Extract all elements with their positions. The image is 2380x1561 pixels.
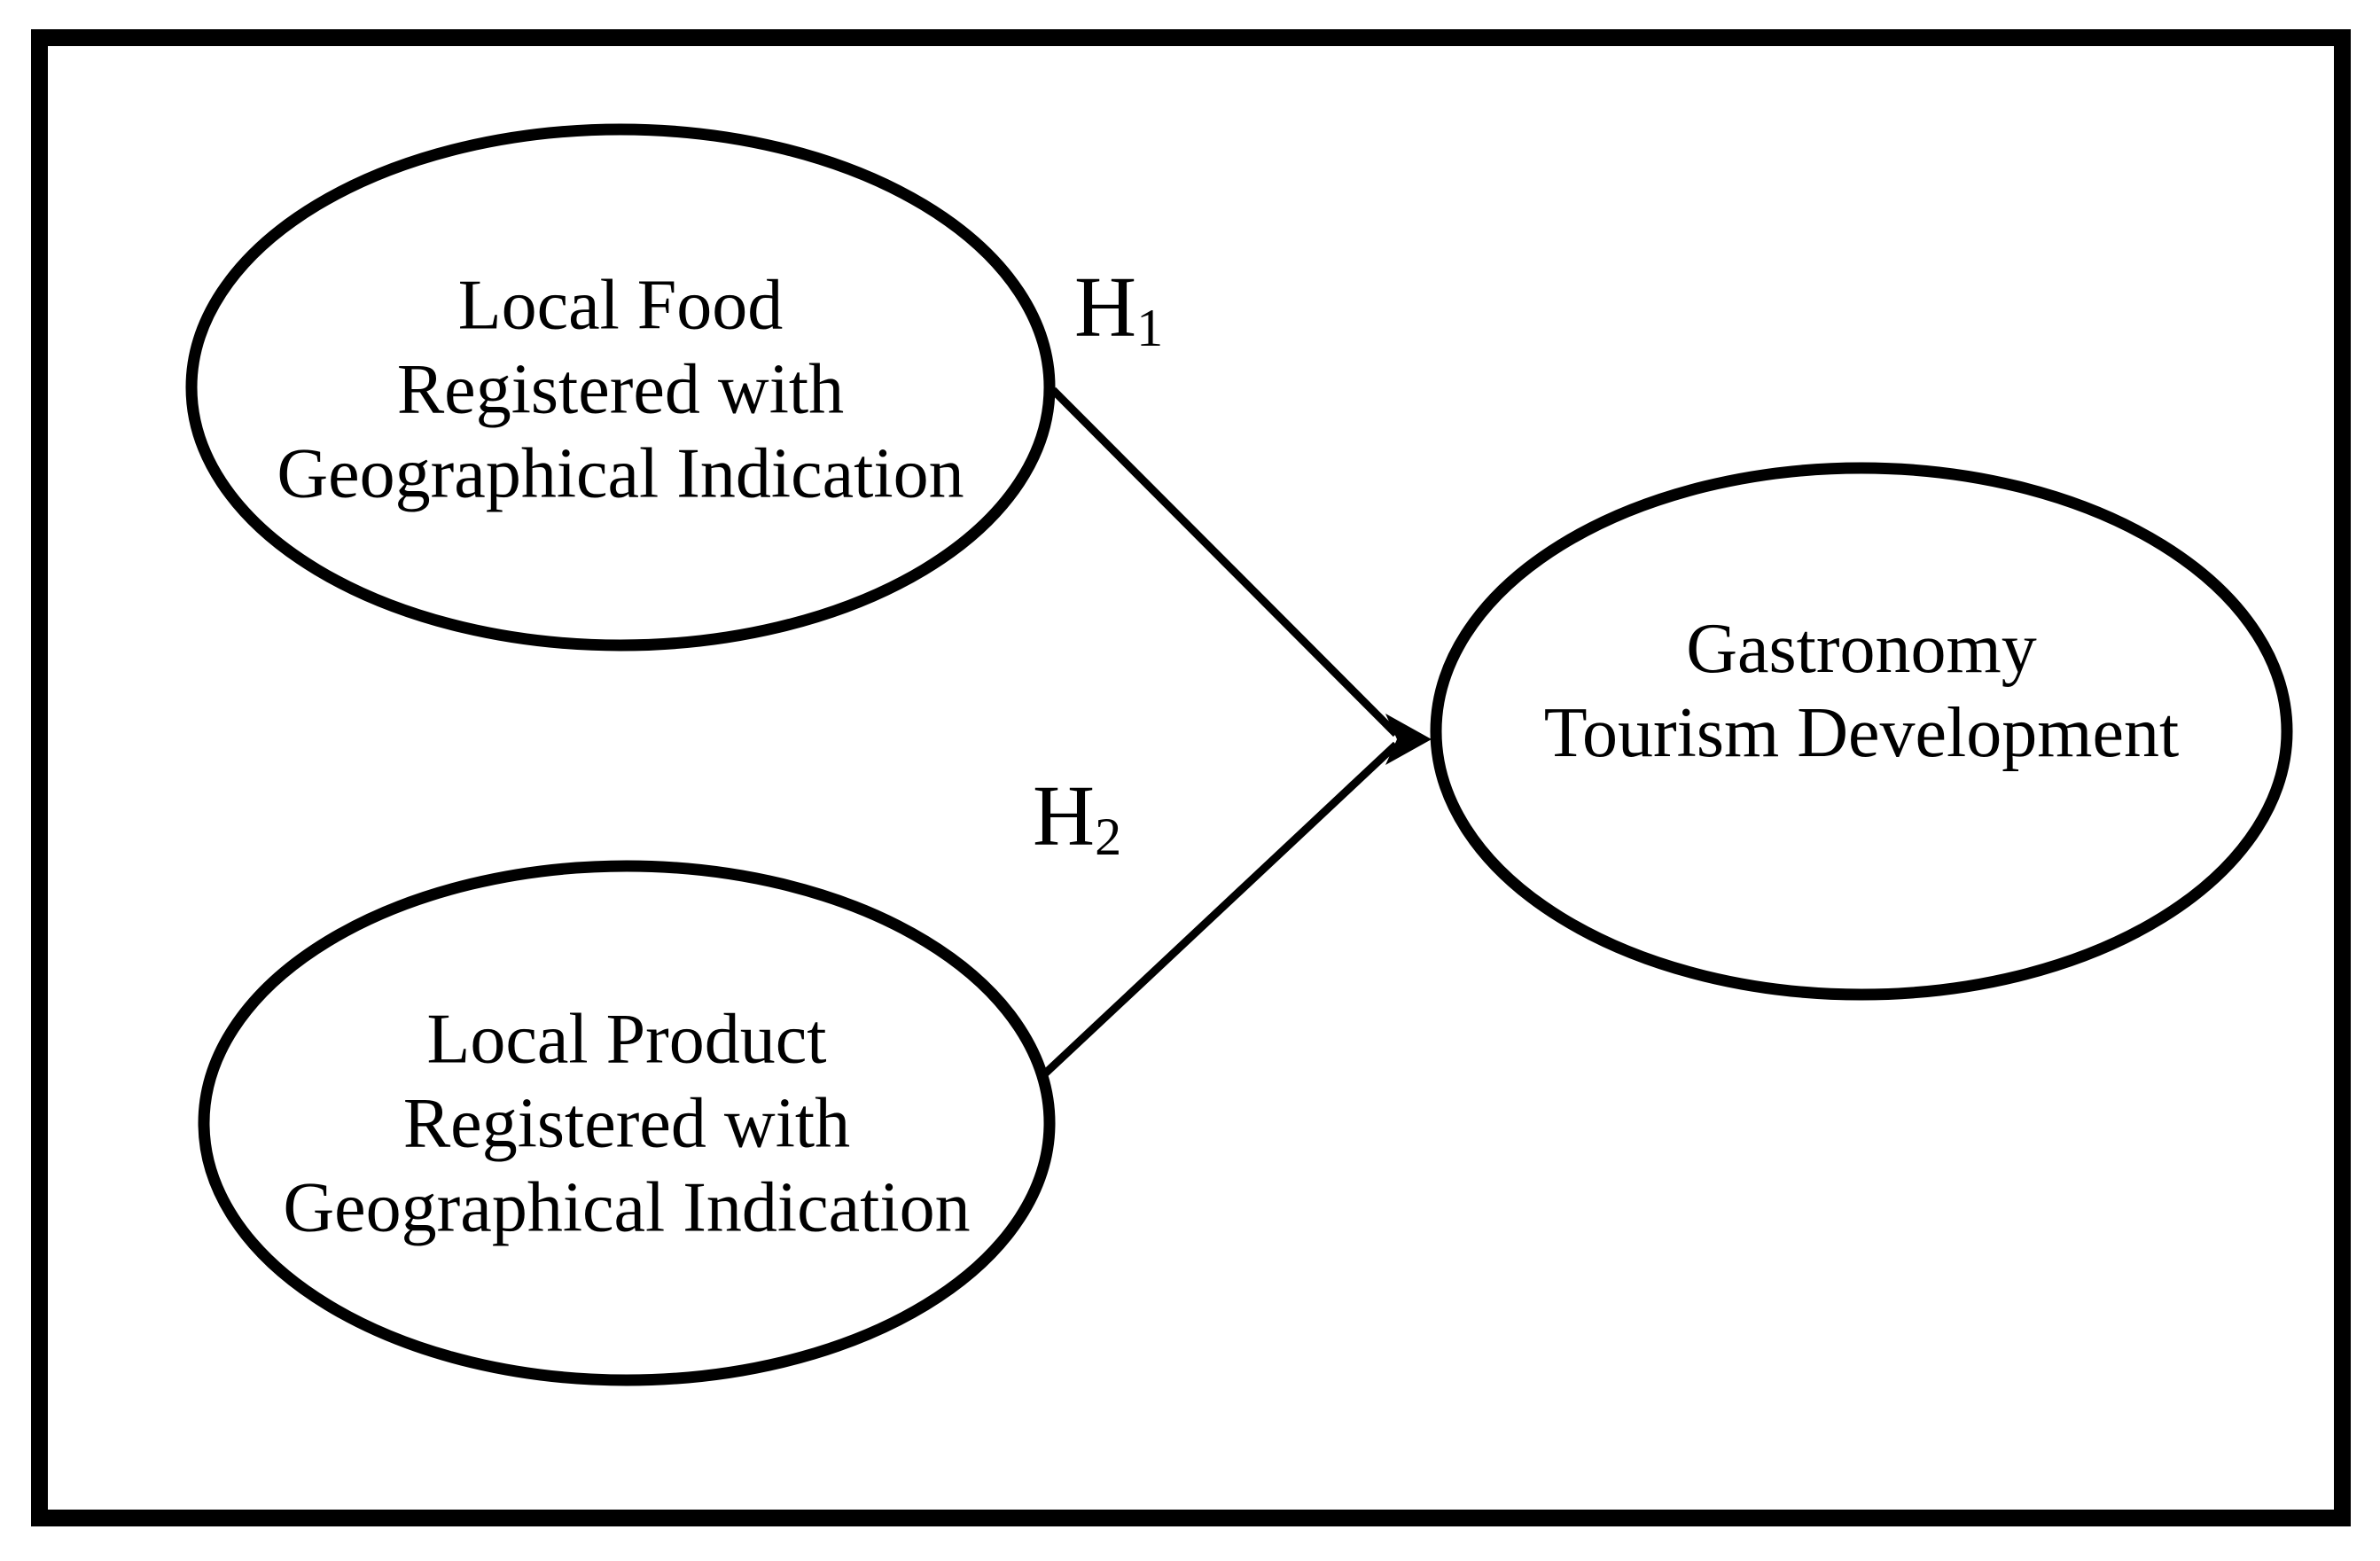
hypothesis-subscript: 2 xyxy=(1095,807,1122,867)
node-label-local-food: Local Food Registered with Geographical … xyxy=(277,264,964,517)
node-label-line: Local Product xyxy=(426,1000,827,1079)
node-label-gastronomy-tourism: Gastronomy Tourism Development xyxy=(1544,607,2179,776)
ellipse-local-food xyxy=(185,123,1056,652)
h2-arrow-line xyxy=(1041,741,1400,1078)
ellipse-local-product xyxy=(198,860,1056,1386)
node-label-line: Geographical Indication xyxy=(283,1168,971,1247)
node-label-local-product: Local Product Registered with Geographic… xyxy=(283,998,970,1251)
node-label-line: Registered with xyxy=(402,1084,851,1163)
node-label-line: Geographical Indication xyxy=(277,434,964,513)
arrow-head-icon xyxy=(1385,714,1432,765)
node-label-line: Local Food xyxy=(457,266,784,345)
outer-border xyxy=(31,29,2351,1526)
node-label-line: Registered with xyxy=(396,350,845,429)
hypothesis-label-h2: H2 xyxy=(1033,773,1121,864)
h1-arrow-line xyxy=(1050,386,1400,738)
hypothesis-subscript: 1 xyxy=(1136,298,1164,358)
hypothesis-base: H xyxy=(1033,769,1096,863)
ellipse-gastronomy-tourism xyxy=(1430,462,2293,1001)
node-label-line: Tourism Development xyxy=(1543,694,2180,772)
node-label-line: Gastronomy xyxy=(1686,610,2037,688)
hypothesis-label-h1: H1 xyxy=(1074,264,1163,355)
hypothesis-base: H xyxy=(1074,260,1137,355)
